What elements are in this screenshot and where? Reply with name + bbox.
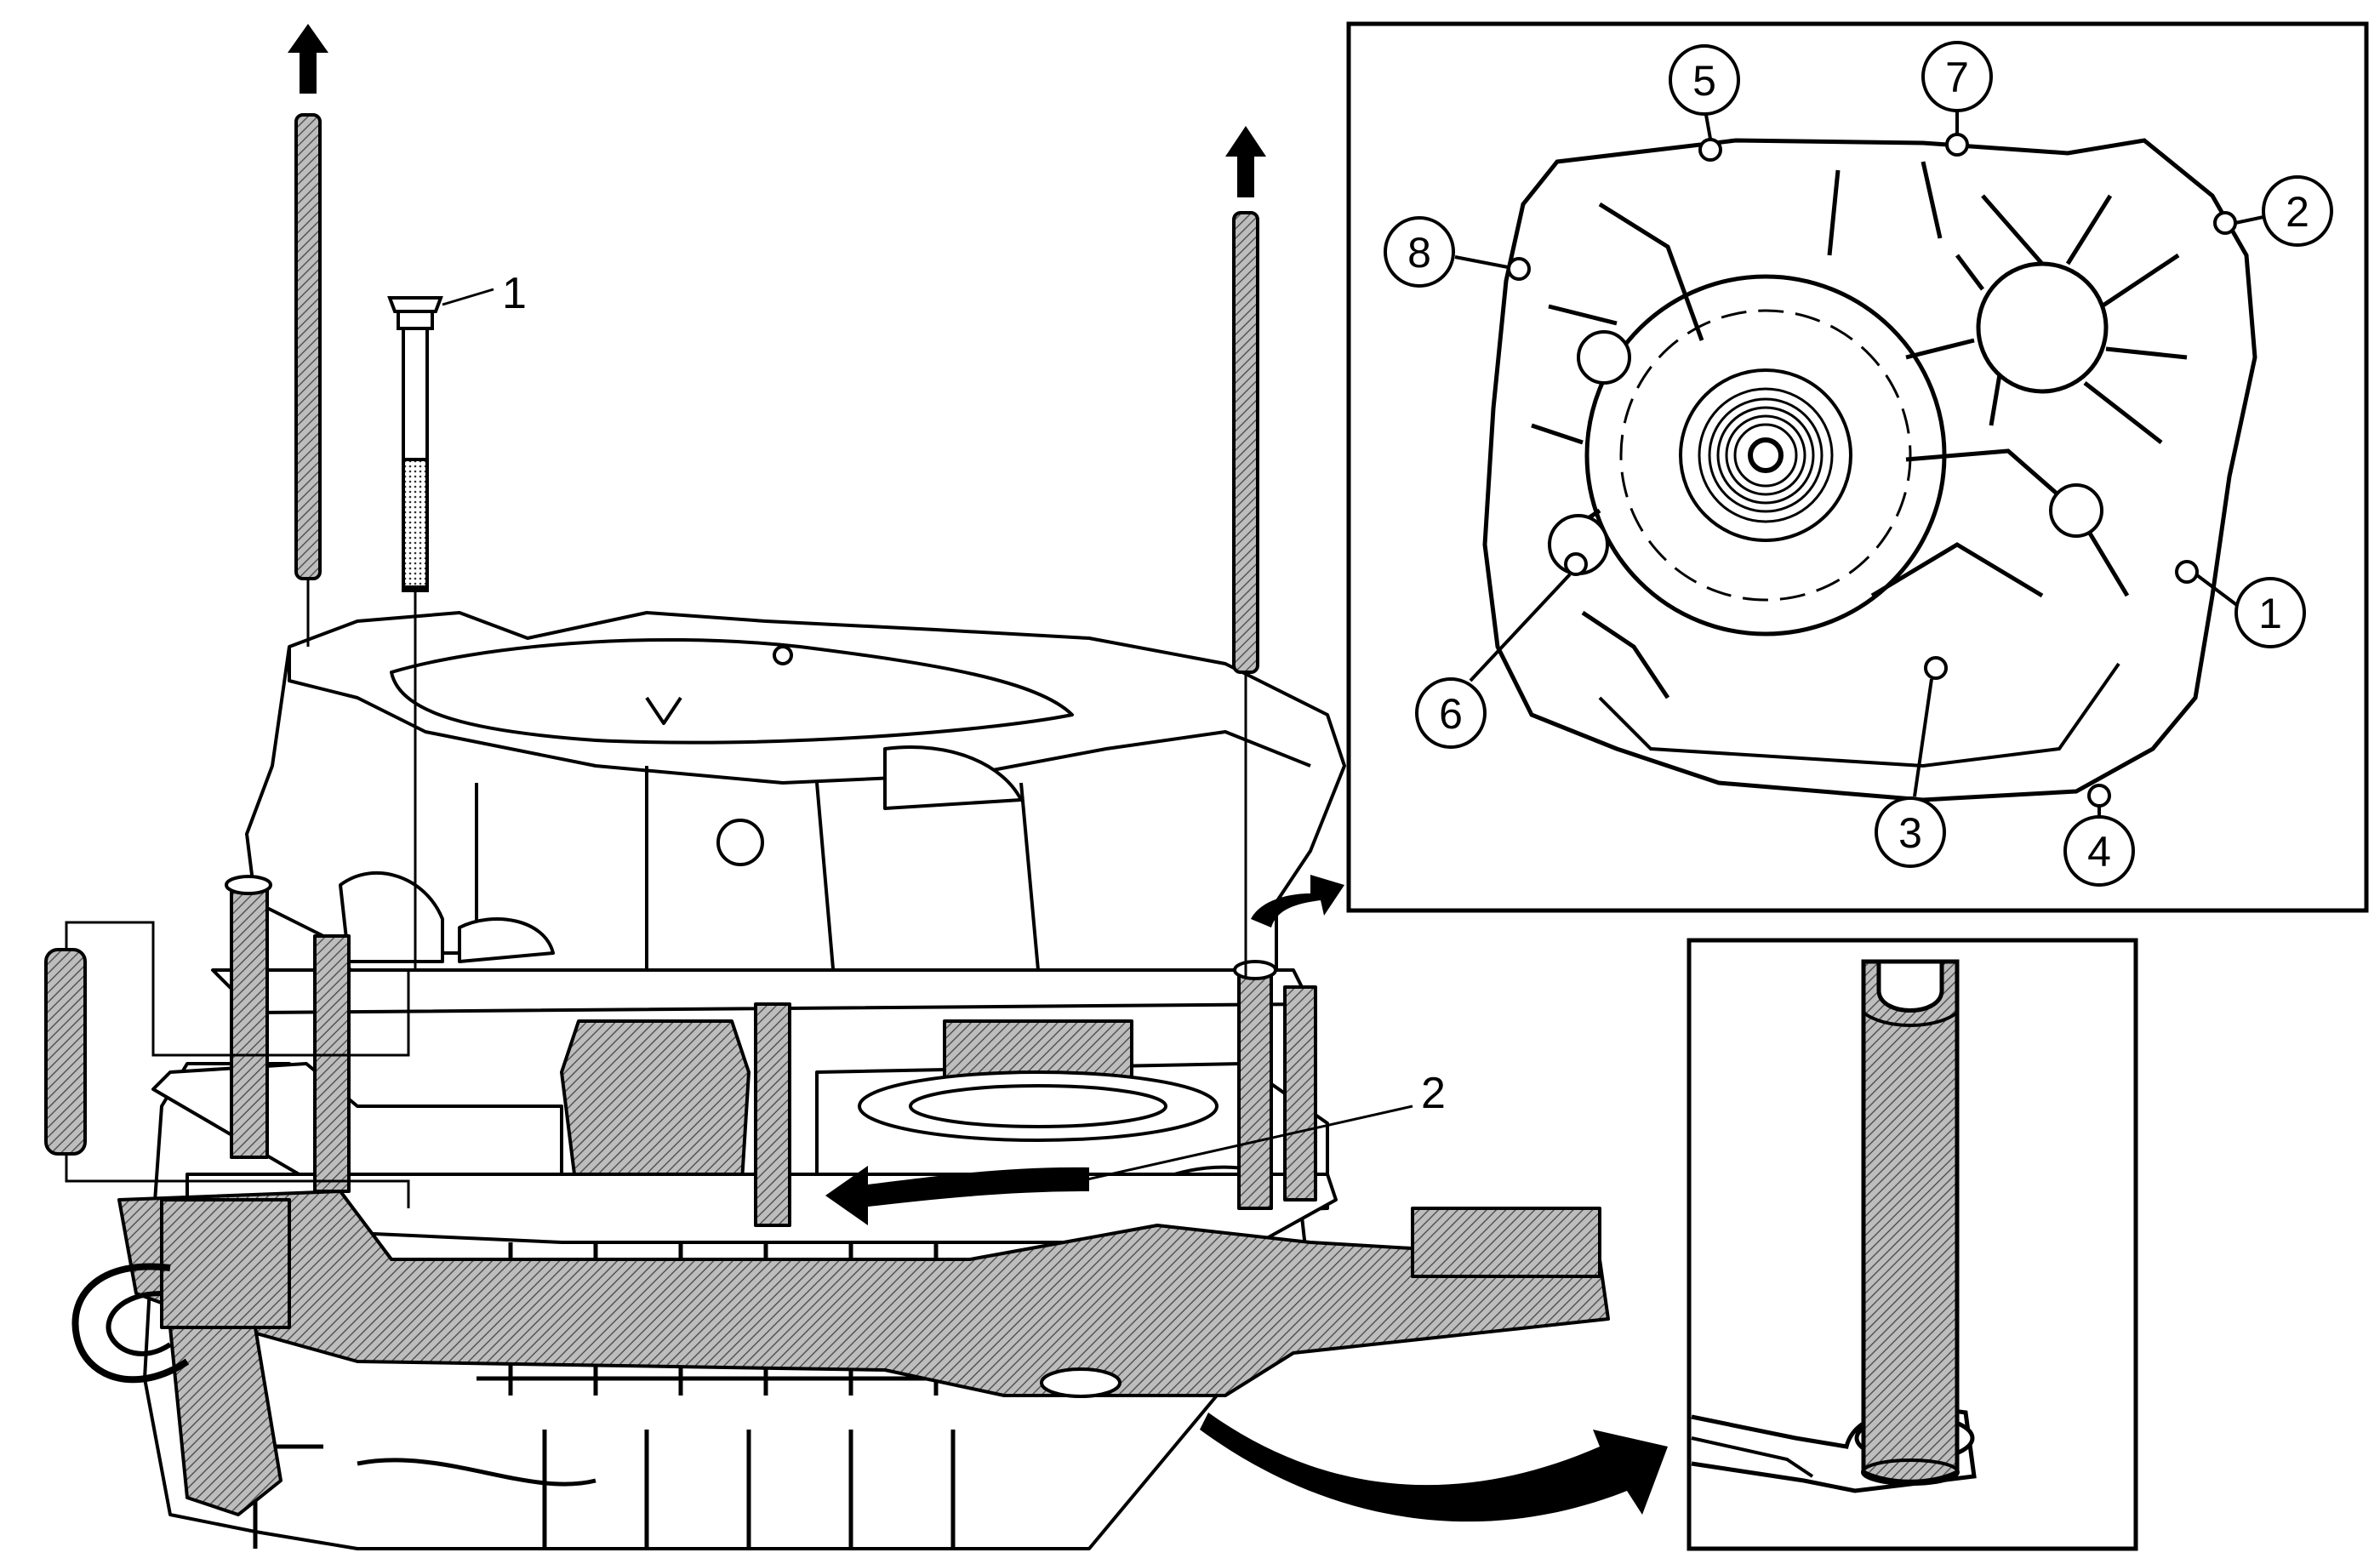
callout-seq-2 xyxy=(2262,175,2333,247)
sequence-callouts xyxy=(1384,41,2333,887)
case-hole-small xyxy=(773,645,793,665)
detail-pin-base xyxy=(1861,1458,1960,1486)
inset-bolt-sequence: 1 2 3 4 5 6 7 8 xyxy=(1346,21,2369,913)
callout-1-label: 1 xyxy=(502,269,527,318)
callout-1-leader xyxy=(442,288,494,306)
left-guide-rod xyxy=(294,113,322,580)
case-cover-lower xyxy=(1598,662,2120,768)
seq-label-1: 1 xyxy=(2258,590,2282,637)
cover-hub-rings xyxy=(1698,387,1834,523)
seq-label-2: 2 xyxy=(2286,188,2309,236)
cover-bore xyxy=(1976,261,2109,394)
callout-seq-3 xyxy=(1875,796,1946,868)
bolt-1 xyxy=(387,296,443,970)
bolt-head-1 xyxy=(2175,560,2199,584)
right-guide-rod xyxy=(1232,211,1259,674)
callout-seq-1 xyxy=(2234,577,2306,648)
inset-guide-pin-detail xyxy=(1687,938,2138,1551)
arrow-curve-right-icon xyxy=(1200,1413,1668,1522)
guide-posts xyxy=(225,875,1317,1227)
cover-bolts xyxy=(1507,133,2237,808)
bolt-head-3 xyxy=(1924,656,1948,680)
detail-pin xyxy=(1861,959,1960,1484)
callout-2-leader xyxy=(1071,1105,1413,1184)
fixture-ring-handle xyxy=(71,1263,190,1384)
bolt-head-4 xyxy=(2087,784,2111,808)
callout-seq-7 xyxy=(1921,41,1993,112)
fixture-hole xyxy=(1040,1367,1122,1398)
arrow-curve-up-icon xyxy=(1251,875,1344,928)
up-arrows xyxy=(288,24,1266,197)
bell-housing-opening xyxy=(390,637,1074,745)
seq-label-6: 6 xyxy=(1439,690,1463,738)
bolt-head-6 xyxy=(1564,552,1588,576)
cover-webbing xyxy=(1531,161,2188,699)
callout-seq-5 xyxy=(1669,44,1740,116)
bolt-head-7 xyxy=(1945,133,1969,157)
case-arrow-mark xyxy=(645,696,682,725)
fixture-leg xyxy=(168,1326,283,1516)
fixture-bar xyxy=(117,1190,1610,1397)
rotation-arrows xyxy=(825,875,1668,1522)
case-hole xyxy=(716,819,764,866)
bolt-head-2 xyxy=(2213,211,2237,235)
fixture-end xyxy=(1411,1207,1601,1278)
seq-label-5: 5 xyxy=(1692,57,1716,105)
cover-port-a xyxy=(1577,330,1631,385)
fixture-riser xyxy=(160,1198,291,1329)
removal-rods xyxy=(294,113,1259,979)
callout-2-label: 2 xyxy=(1421,1069,1446,1118)
cover-port-c xyxy=(2049,483,2103,538)
seq-label-7: 7 xyxy=(1945,54,1969,101)
case-rib-d xyxy=(1019,782,1040,971)
callout-seq-4 xyxy=(2063,815,2135,887)
main-assembly xyxy=(71,611,1610,1550)
clutch-ring-inner xyxy=(909,1084,1167,1128)
cover-hub-center xyxy=(1748,437,1784,473)
detail-pin-slot xyxy=(1876,959,1944,1013)
arrow-curve-left-icon xyxy=(825,1166,1089,1225)
seq-label-3: 3 xyxy=(1898,809,1922,857)
fixture-ring-handle-inner xyxy=(106,1291,172,1356)
case-port-2 xyxy=(458,917,555,963)
bolt-head-8 xyxy=(1507,257,1531,281)
case-rib-c xyxy=(815,782,836,979)
top-flange xyxy=(288,647,1311,785)
bolt-head-5 xyxy=(1698,138,1722,162)
callout-seq-6 xyxy=(1415,677,1487,749)
cover-drum-ring xyxy=(1619,309,1912,602)
callout-seq-8 xyxy=(1384,216,1455,288)
exploded-rod xyxy=(44,921,410,1208)
arrow-up-left-icon xyxy=(288,24,328,94)
sequence-numbers: 1 2 3 4 5 6 7 8 xyxy=(1407,54,2309,876)
detail-plate-edge xyxy=(1691,1436,1814,1478)
seq-label-4: 4 xyxy=(2087,828,2111,876)
seq-label-8: 8 xyxy=(1407,229,1431,277)
case-port xyxy=(339,870,444,963)
case-boss xyxy=(883,745,1023,810)
arrow-up-right-icon xyxy=(1225,126,1266,197)
